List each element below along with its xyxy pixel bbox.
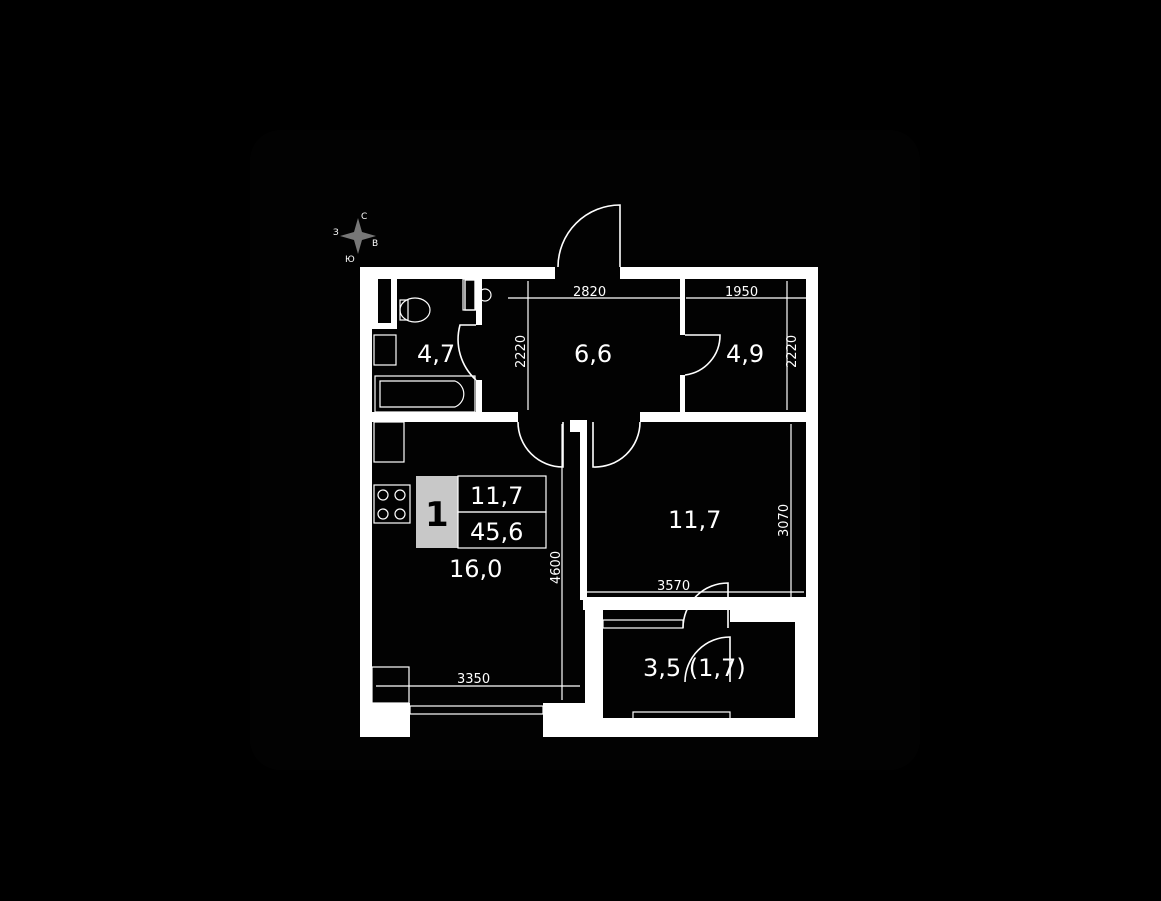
legend-rooms-count: 1 xyxy=(425,495,449,535)
dim-bedroom-width: 3570 xyxy=(657,579,690,594)
fixtures xyxy=(371,278,492,704)
dim-hall-width: 2820 xyxy=(573,285,606,300)
washer-icon xyxy=(478,288,492,302)
compass-south: Ю xyxy=(345,255,355,265)
sink-icon xyxy=(373,334,397,366)
stove-icon xyxy=(373,484,411,524)
area-bathroom: 4,7 xyxy=(417,340,455,368)
doors xyxy=(457,204,731,683)
apartment-legend: 1 11,7 45,6 xyxy=(416,475,547,549)
compass-north: С xyxy=(361,212,367,222)
dimension-lines xyxy=(376,281,806,700)
dim-kitchen-depth: 4600 xyxy=(549,551,564,584)
area-balcony: 3,5 (1,7) xyxy=(643,654,746,682)
legend-total-area: 45,6 xyxy=(470,518,523,546)
kitchen-sink-icon xyxy=(373,421,405,463)
exterior-walls xyxy=(360,267,818,737)
dim-hall-depth: 2220 xyxy=(514,335,529,368)
dim-bedroom-depth: 3070 xyxy=(777,504,792,537)
area-bedroom: 11,7 xyxy=(668,506,721,534)
compass-east: В xyxy=(372,239,378,249)
dim-kitchen-width: 3350 xyxy=(457,672,490,687)
room-areas: 4,7 6,6 4,9 11,7 16,0 3,5 (1,7) xyxy=(417,340,764,682)
area-kitchen-living: 16,0 xyxy=(449,555,502,583)
legend-living-area: 11,7 xyxy=(470,482,523,510)
dim-closet-width: 1950 xyxy=(725,285,758,300)
bathtub-icon xyxy=(374,375,476,413)
dimension-labels: 2820 1950 2220 2220 3070 3570 4600 3350 xyxy=(457,285,800,687)
area-closet: 4,9 xyxy=(726,340,764,368)
dim-closet-depth: 2220 xyxy=(785,335,800,368)
compass-icon: С З В Ю xyxy=(333,212,378,265)
compass-west: З xyxy=(333,228,339,238)
interior-walls xyxy=(372,279,806,600)
area-hall: 6,6 xyxy=(574,340,612,368)
